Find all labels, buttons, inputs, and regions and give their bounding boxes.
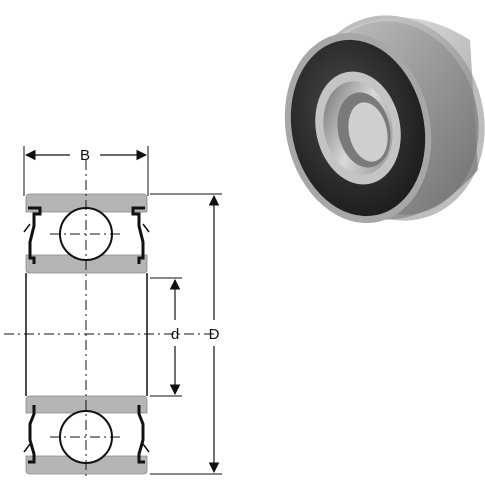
dimension-d: d [150, 277, 182, 397]
centerlines [4, 160, 215, 480]
dimension-B: B [23, 146, 149, 196]
label-d: d [171, 326, 179, 343]
dimension-D: D [150, 193, 222, 475]
label-B: B [80, 147, 90, 164]
bearing-photo [284, 15, 485, 224]
cross-section [4, 160, 215, 480]
label-D: D [209, 326, 220, 343]
